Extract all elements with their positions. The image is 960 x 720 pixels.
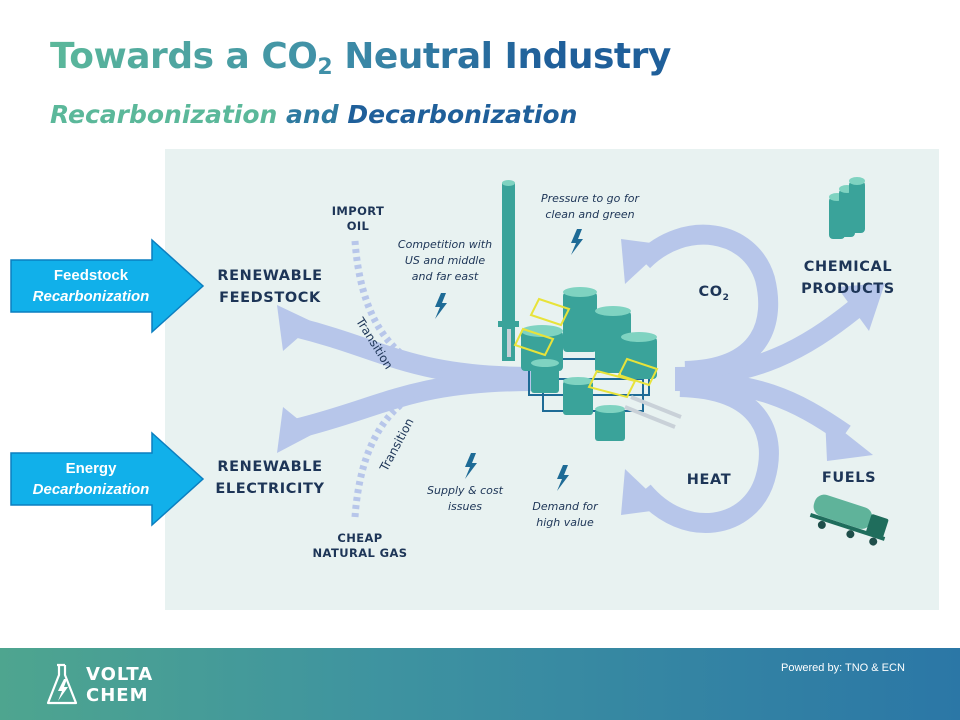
callout-line2: Decarbonization	[32, 481, 150, 498]
voltachem-logo-icon	[46, 663, 78, 705]
flow-arrows	[277, 177, 889, 546]
import-oil-dashed-line	[351, 240, 446, 379]
fuel-truck-icon	[809, 494, 889, 546]
powered-by-text: Powered by: TNO & ECN	[781, 662, 905, 674]
heat-loop-arrow	[635, 377, 779, 533]
lightning-icon-competition	[435, 293, 447, 319]
electricity-flow-arrow	[292, 371, 536, 439]
heat-loop-arrowhead	[621, 469, 667, 515]
co2-loop-arrowhead	[621, 239, 667, 284]
callout-line2: Recarbonization	[32, 288, 150, 305]
callout-arrow-icon	[10, 431, 205, 527]
lightning-icon-demand	[557, 465, 569, 491]
chemical-tanks-icon	[829, 177, 865, 239]
callout-arrow-icon	[10, 238, 205, 334]
heat-label: HEAT	[686, 472, 732, 488]
co2-loop-arrow	[635, 224, 779, 381]
lightning-icon-pressure	[571, 229, 583, 255]
chemical-plant-icon	[507, 287, 682, 441]
slide-subtitle: Recarbonization and Decarbonization	[50, 100, 578, 129]
co2-label: CO2	[698, 284, 730, 303]
feedstock-flow-arrow	[292, 317, 536, 387]
natural-gas-dashed-line	[351, 379, 446, 518]
callout-line1: Feedstock	[53, 267, 129, 284]
chemical-products-arrowhead	[837, 283, 885, 331]
fuels-arrowhead	[825, 417, 873, 461]
callout-line1: Energy	[65, 460, 117, 477]
fuels-label: FUELS	[821, 470, 877, 486]
electricity-arrowhead	[277, 407, 315, 453]
feedstock-arrowhead	[277, 305, 315, 351]
footer-bar	[0, 648, 960, 720]
chimney-icon	[498, 180, 519, 361]
lightning-icon-supply	[465, 453, 477, 479]
slide-title: Towards a CO2 Neutral Industry	[50, 36, 671, 80]
